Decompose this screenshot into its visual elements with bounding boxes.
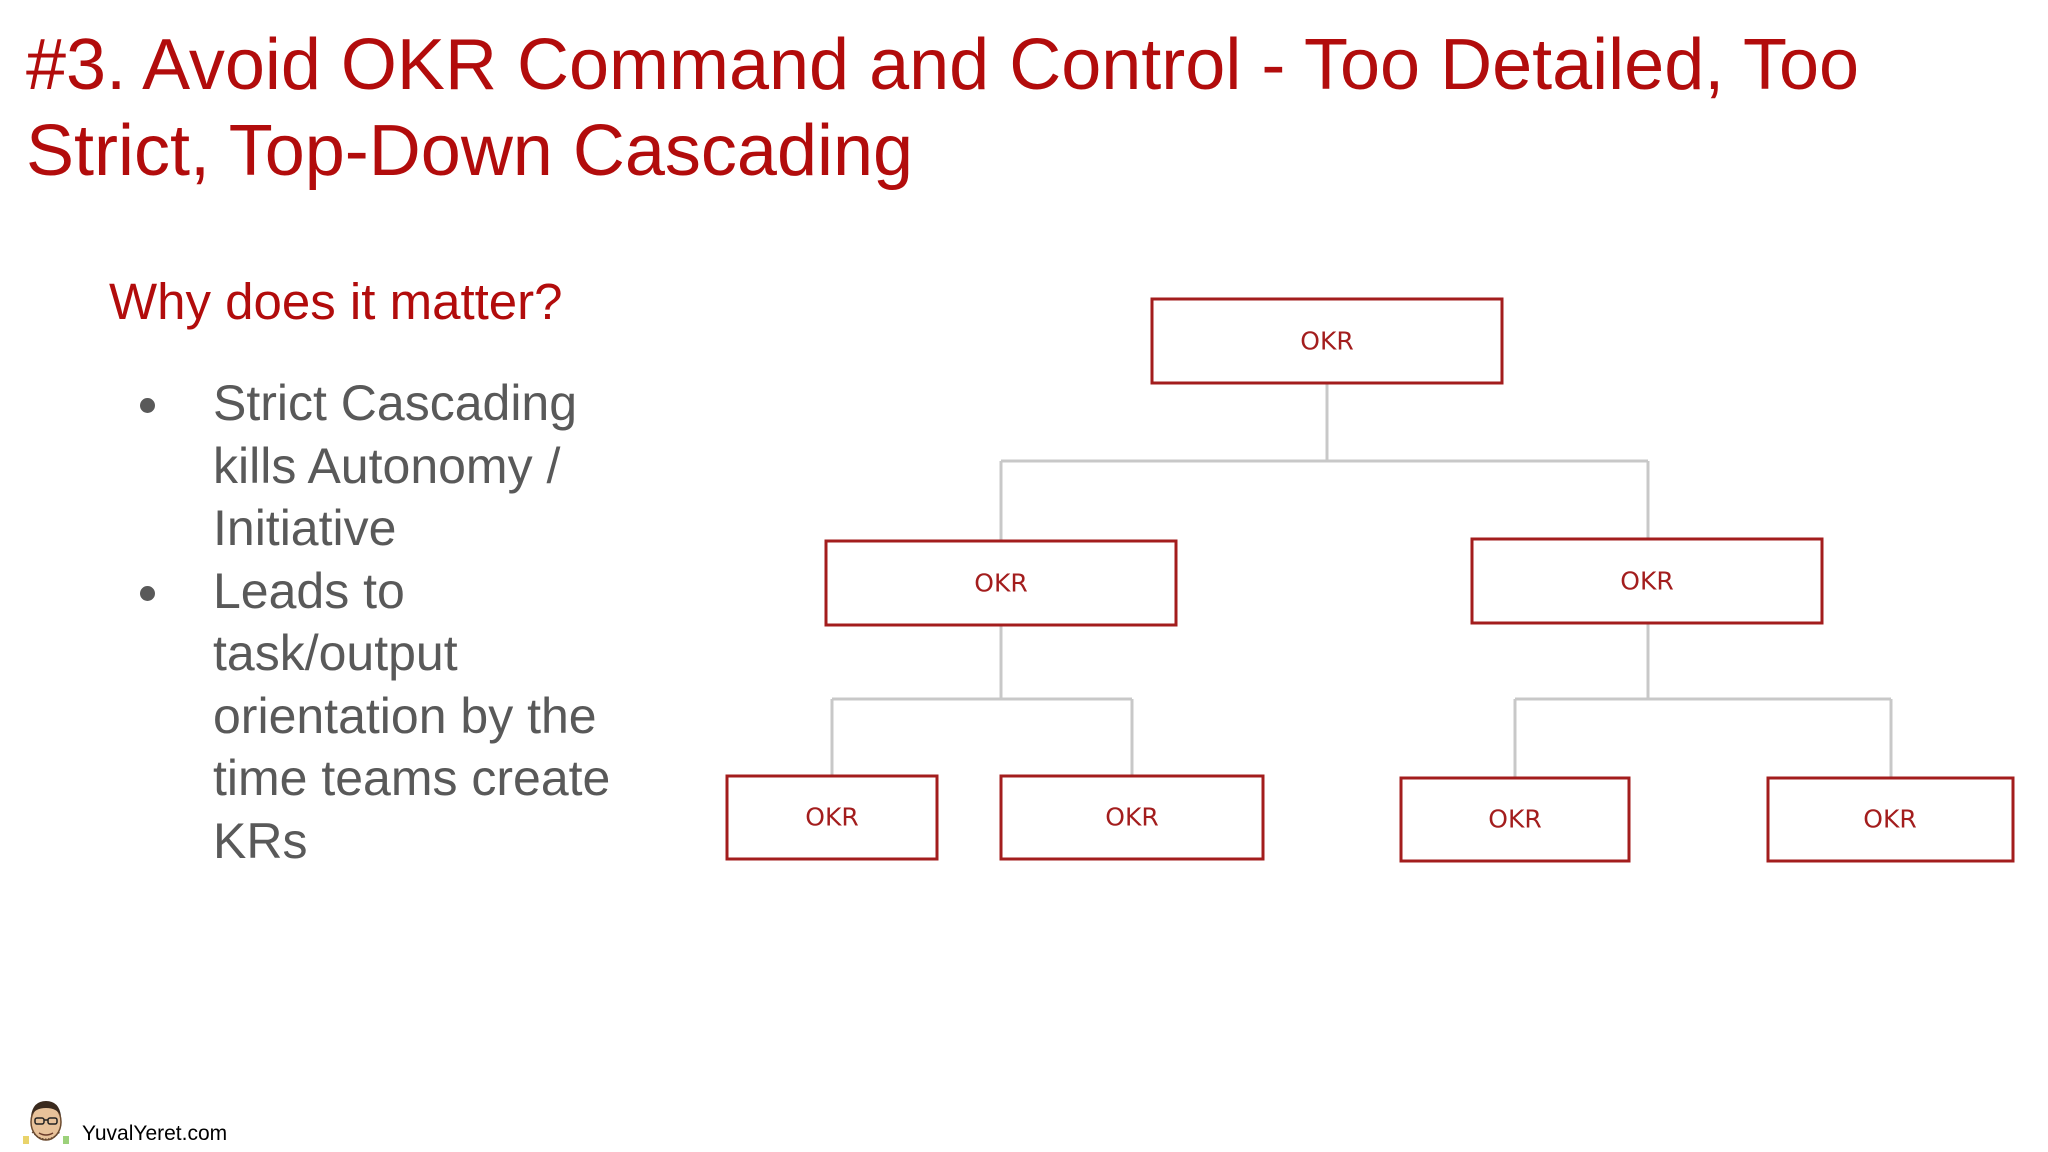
okr-node-root: OKR — [1150, 297, 1504, 385]
okr-node-label: OKR — [1488, 805, 1541, 834]
okr-node-label: OKR — [1620, 567, 1673, 596]
bullet-text: Leads to task/output orientation by the … — [213, 562, 611, 869]
footer-website-text: YuvalYeret.com — [82, 1122, 228, 1145]
bullet-dot-icon — [140, 398, 155, 413]
bullet-list: Strict Cascading kills Autonomy / Initia… — [140, 372, 660, 872]
avatar-icon — [23, 1101, 69, 1144]
slide-subtitle: Why does it matter? — [109, 273, 563, 330]
bullet-item-cascading: Strict Cascading kills Autonomy / Initia… — [140, 372, 660, 560]
okr-node-label: OKR — [1300, 327, 1353, 356]
connector-mid-right-leaves — [1513, 623, 1893, 778]
okr-node-label: OKR — [1105, 803, 1158, 832]
okr-node-leaf-3: OKR — [1399, 776, 1631, 863]
okr-node-leaf-4: OKR — [1766, 776, 2015, 863]
okr-node-leaf-2: OKR — [999, 774, 1265, 861]
bullet-text: Strict Cascading kills Autonomy / Initia… — [213, 375, 578, 556]
okr-node-label: OKR — [1863, 805, 1916, 834]
okr-node-mid-left: OKR — [824, 539, 1178, 627]
okr-node-label: OKR — [805, 803, 858, 832]
footer-branding: YuvalYeret.com — [20, 1092, 227, 1148]
slide-title: #3. Avoid OKR Command and Control - Too … — [26, 25, 1860, 191]
connector-mid-left-leaves — [830, 625, 1134, 776]
okr-node-label: OKR — [974, 569, 1027, 598]
tree-connectors — [830, 383, 1893, 778]
bullet-dot-icon — [140, 585, 155, 601]
connector-root-mid — [999, 383, 1650, 541]
bullet-item-task-orientation: Leads to task/output orientation by the … — [140, 560, 660, 873]
okr-node-mid-right: OKR — [1470, 537, 1824, 625]
okr-node-leaf-1: OKR — [725, 774, 939, 861]
